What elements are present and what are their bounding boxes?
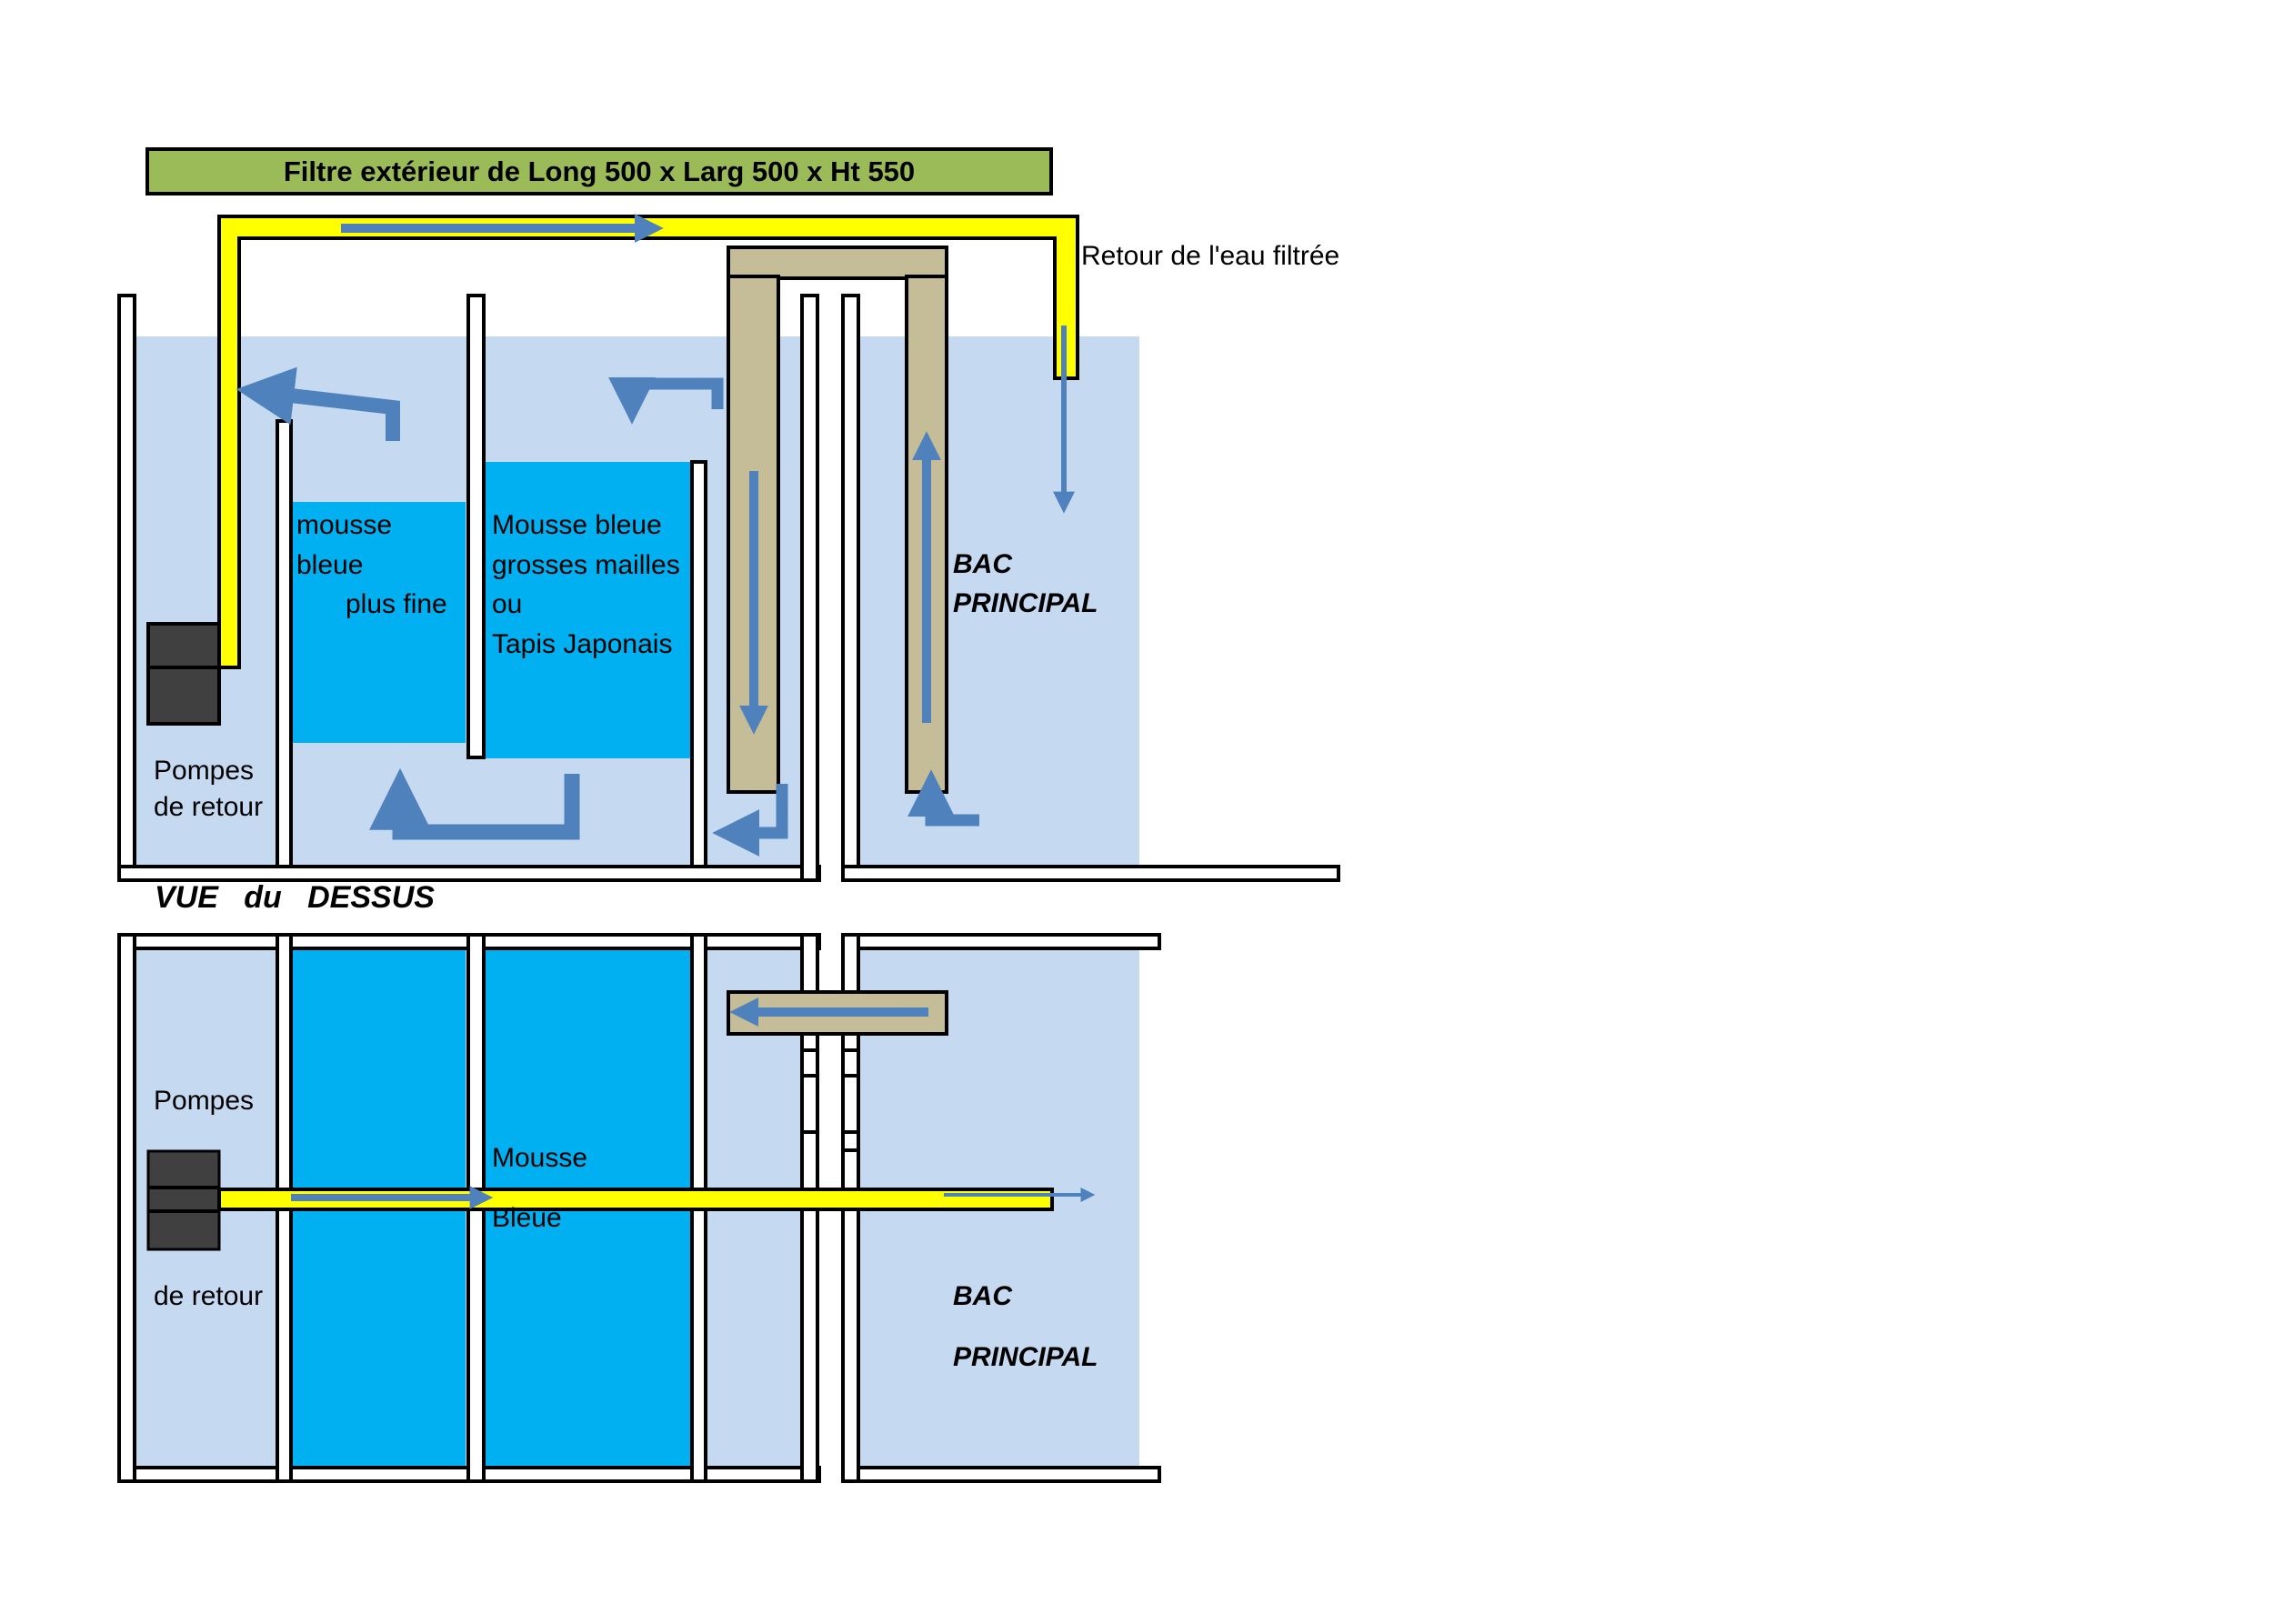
foam-fine-label-1: mousse [296, 510, 392, 540]
foam-coarse-block [482, 462, 693, 758]
main-tank-floor [841, 865, 1340, 882]
return-pump [146, 622, 221, 726]
main-tank-label-2: PRINCIPAL [953, 588, 1098, 618]
curved-arrow-fine [236, 366, 400, 441]
pumps-label-1: Pompes [154, 756, 254, 786]
main-tank-label-1: BAC [953, 549, 1013, 579]
overflow-u-pipe [727, 246, 948, 794]
top-foam-label-1: Mousse [492, 1143, 587, 1173]
title-bar: Filtre extérieur de Long 500 x Larg 500 … [145, 147, 1053, 195]
foam-fine-label-3: plus fine [346, 589, 447, 619]
foam-coarse-label-1: Mousse bleue [492, 510, 662, 540]
baffle-1 [276, 419, 293, 868]
top-main-wall-top [841, 933, 1161, 950]
foam-fine-block [289, 502, 466, 743]
top-return-pump [146, 1149, 221, 1251]
main-tank-water [852, 336, 1139, 867]
top-main-tank-label-2: PRINCIPAL [953, 1342, 1098, 1372]
title-text: Filtre extérieur de Long 500 x Larg 500 … [284, 155, 915, 187]
return-pipe [217, 215, 1079, 669]
top-main-wall-bottom [841, 1466, 1161, 1483]
overflow-entry-arrow [907, 769, 979, 827]
top-foam-label-2: Bleue [492, 1203, 562, 1233]
top-view-heading: VUE du DESSUS [155, 880, 435, 915]
sump-left-wall [117, 294, 136, 882]
bottom-u-arrow [369, 767, 580, 840]
main-tank-left-wall [841, 294, 860, 882]
top-view: Pompes de retour Mousse Bleue BAC PRINCI… [117, 933, 1161, 1483]
top-pumps-label-1: Pompes [154, 1086, 254, 1116]
top-pumps-label-2: de retour [154, 1281, 263, 1311]
sump-right-wall [800, 294, 819, 882]
baffle-3 [690, 460, 707, 868]
flow-arrows [236, 213, 1075, 857]
foam-fine-label-2: bleue [296, 550, 363, 580]
baffle-2 [466, 294, 486, 759]
top-sump-wall-left [117, 933, 136, 1483]
top-main-tank-label-1: BAC [953, 1281, 1013, 1311]
foam-coarse-label-3: ou [492, 589, 522, 619]
side-view: Retour de l'eau filtrée mousse bleue plu… [117, 213, 1340, 882]
foam-coarse-label-2: grosses mailles [492, 550, 680, 580]
pumps-label-2: de retour [154, 792, 263, 822]
overflow-exit-arrow [712, 784, 788, 857]
sump-floor [117, 865, 821, 882]
foam-coarse-label-4: Tapis Japonais [492, 629, 672, 659]
return-label: Retour de l'eau filtrée [1081, 241, 1339, 271]
curved-arrow-coarse [608, 376, 724, 425]
